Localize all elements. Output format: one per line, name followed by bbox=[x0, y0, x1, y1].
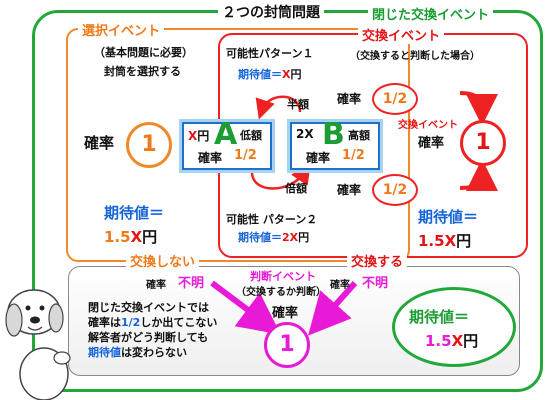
envelope-a-prob-label: 確率 bbox=[198, 151, 223, 165]
envelope-b-prob-label: 確率 bbox=[306, 151, 331, 165]
envelope-a-kind: 低額 bbox=[240, 129, 262, 142]
left-prob-label: 確率 bbox=[146, 280, 166, 291]
envelope-b: 2X B 高額 確率 1/2 bbox=[290, 117, 380, 170]
arrow-icon bbox=[308, 281, 358, 336]
note-line-2: 確率は1/2しか出てこない bbox=[88, 316, 218, 329]
envelope-a-bottom-row: 確率 1/2 bbox=[184, 147, 270, 167]
selection-note-2: 封筒を選択する bbox=[104, 65, 181, 78]
envelope-b-kind: 高額 bbox=[348, 129, 370, 142]
lower-prob-oval: 1/2 bbox=[372, 174, 418, 206]
right-ev: 1.5X円 bbox=[418, 232, 472, 250]
conclusion-note: 閉じた交換イベントでは 確率は1/2しか出てこない 解答者がどう判断しても 期待… bbox=[88, 300, 217, 360]
selection-note-1: （基本問題に必要） bbox=[94, 46, 193, 59]
judgment-label: 判断イベント bbox=[250, 270, 316, 283]
pattern2-ev: 期待値＝2X円 bbox=[238, 231, 310, 244]
arrow-icon bbox=[250, 163, 311, 190]
selection-event-label: 選択イベント bbox=[78, 20, 165, 39]
envelope-b-top-row: 2X B 高額 bbox=[292, 117, 378, 152]
pattern1-title: 可能性パターン１ bbox=[226, 47, 314, 60]
right-prob-value: 1 bbox=[475, 130, 491, 155]
right-prob-circle: 1 bbox=[460, 120, 506, 166]
exchange-label: 交換する bbox=[347, 251, 408, 270]
envelope-a-letter: A bbox=[214, 117, 238, 152]
center-prob-circle: 1 bbox=[264, 322, 310, 368]
final-ev-oval: 期待値＝ 1.5X円 bbox=[392, 287, 516, 367]
double-label: 倍額 bbox=[285, 182, 307, 195]
note-line-4: 期待値は変わらない bbox=[88, 346, 187, 359]
lower-prob-value: 1/2 bbox=[382, 182, 408, 198]
right-prob-label-bottom: 確率 bbox=[330, 280, 350, 291]
pattern2-title: 可能性 パターン２ bbox=[226, 213, 318, 226]
selection-prob-value: 1 bbox=[141, 132, 157, 157]
arrow-icon bbox=[210, 280, 281, 335]
half-label: 半額 bbox=[287, 98, 309, 111]
closed-event-label: 閉じた交換イベント bbox=[368, 4, 494, 23]
page-title: ２つの封筒問題 bbox=[218, 2, 324, 22]
center-prob-value: 1 bbox=[279, 332, 295, 357]
selection-prob-circle: 1 bbox=[126, 122, 172, 168]
upper-prob-oval: 1/2 bbox=[372, 83, 418, 115]
note-line-3: 解答者がどう判断しても bbox=[88, 331, 209, 344]
final-ev: 1.5X円 bbox=[425, 332, 479, 350]
right-ev-label: 期待値＝ bbox=[418, 208, 479, 226]
pattern1-ev: 期待値＝X円 bbox=[238, 68, 302, 81]
selection-ev: 1.5X円 bbox=[104, 228, 158, 246]
center-prob-label: 確率 bbox=[272, 306, 299, 321]
exchange-event-label: 交換イベント bbox=[358, 25, 445, 44]
arrow-icon bbox=[255, 95, 302, 120]
note-line-1: 閉じた交換イベントでは bbox=[88, 301, 209, 314]
exchange-tag: 交換イベント bbox=[398, 120, 458, 131]
arrow-icon bbox=[459, 91, 498, 126]
selection-event-frame bbox=[66, 28, 410, 262]
arrow-icon bbox=[459, 159, 498, 192]
envelope-a: X円 A 低額 確率 1/2 bbox=[182, 117, 272, 170]
envelope-a-prob: 1/2 bbox=[234, 148, 257, 163]
final-ev-label: 期待値＝ bbox=[409, 308, 470, 326]
envelope-b-letter: B bbox=[322, 117, 345, 152]
dog-illustration bbox=[5, 289, 71, 400]
pattern1-note: （交換すると判断した場合） bbox=[350, 51, 480, 62]
selection-ev-label: 期待値＝ bbox=[104, 204, 165, 222]
right-prob-unknown: 不明 bbox=[362, 276, 389, 291]
envelope-a-top-row: X円 A 低額 bbox=[184, 117, 270, 152]
envelope-a-amount: X円 bbox=[188, 129, 210, 143]
no-exchange-label: 交換しない bbox=[126, 251, 200, 270]
selection-prob-label: 確率 bbox=[84, 134, 115, 152]
upper-prob-label: 確率 bbox=[337, 92, 362, 106]
judgment-note: （交換するか判断） bbox=[236, 287, 326, 298]
lower-prob-label: 確率 bbox=[337, 183, 362, 197]
envelope-b-prob: 1/2 bbox=[342, 148, 365, 163]
right-prob-label: 確率 bbox=[418, 136, 445, 151]
left-prob-unknown: 不明 bbox=[178, 276, 205, 291]
envelope-b-bottom-row: 確率 1/2 bbox=[292, 147, 378, 167]
envelope-b-amount: 2X bbox=[296, 127, 314, 141]
upper-prob-value: 1/2 bbox=[382, 91, 408, 107]
